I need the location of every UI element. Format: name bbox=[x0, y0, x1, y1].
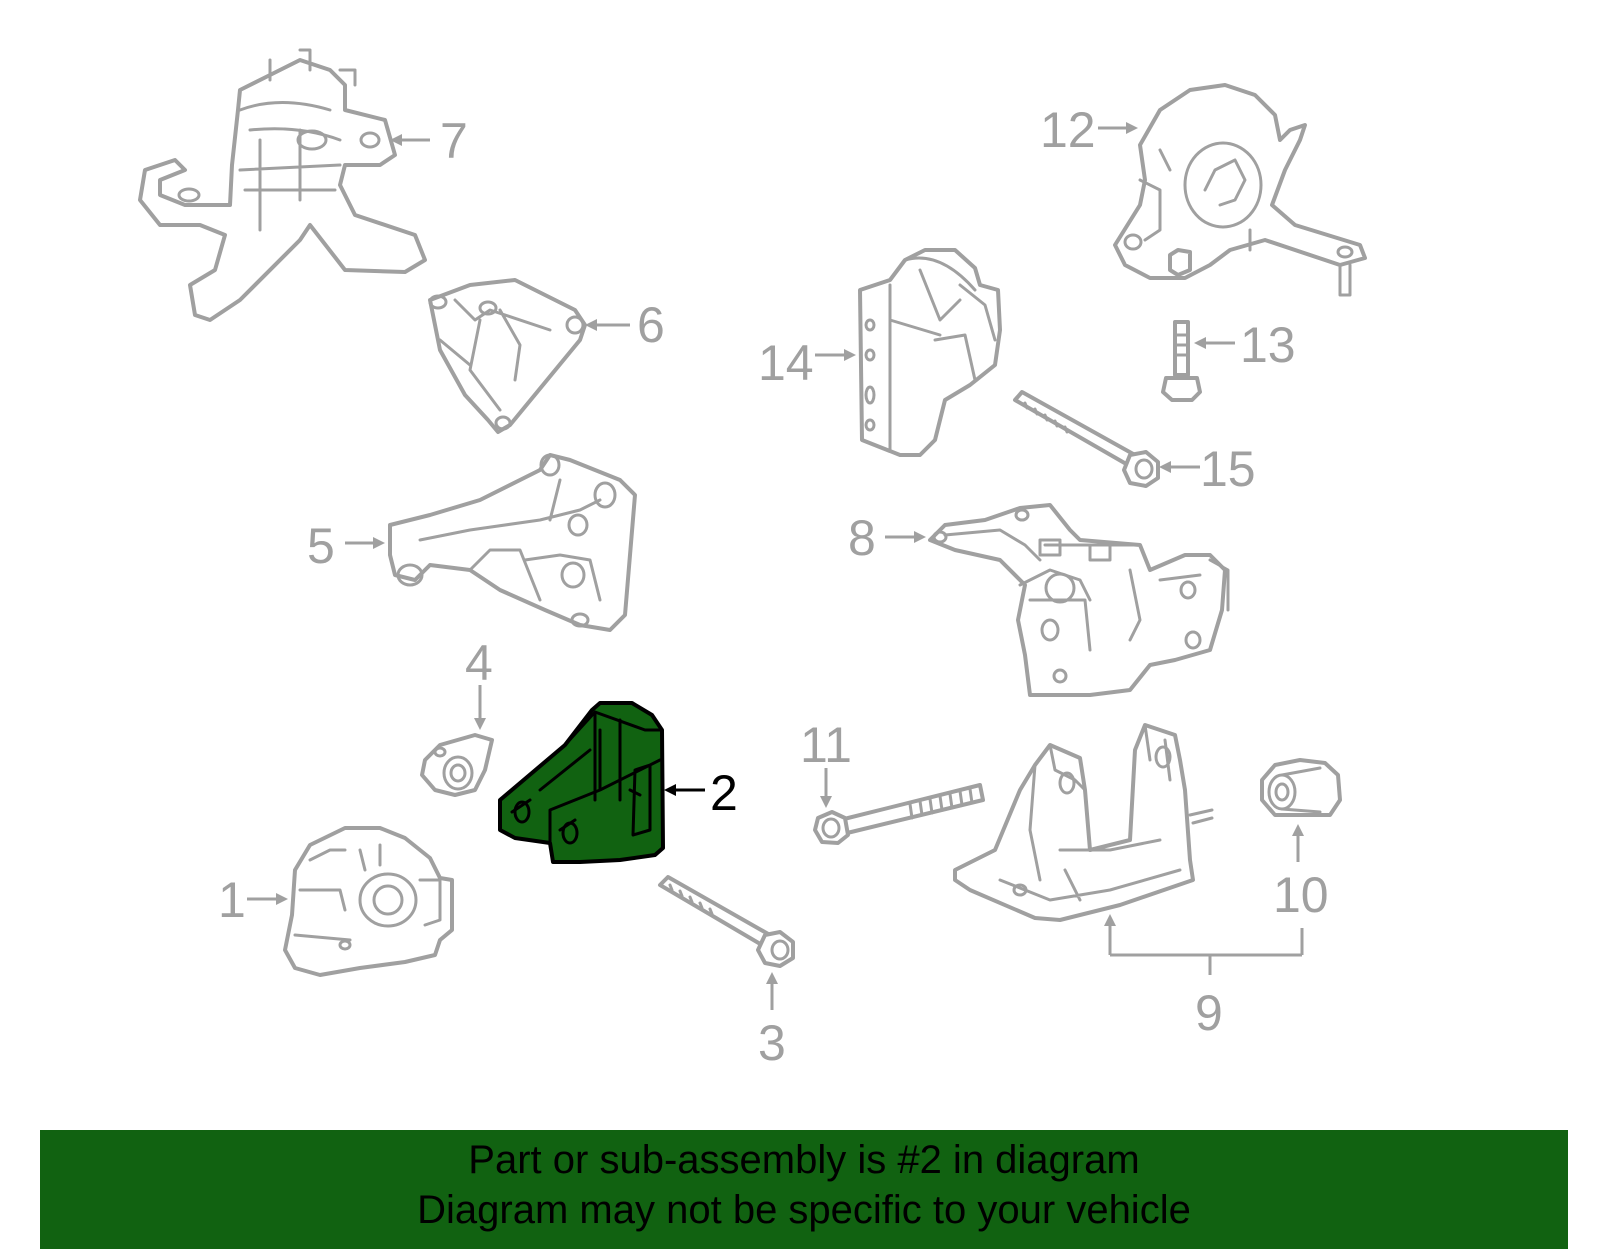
callout-15-label: 15 bbox=[1200, 441, 1256, 497]
callout-13-label: 13 bbox=[1240, 317, 1296, 373]
callout-9: 9 bbox=[1104, 914, 1304, 1041]
banner-line-1: Part or sub-assembly is #2 in diagram bbox=[468, 1138, 1140, 1182]
callout-2: 2 bbox=[664, 765, 738, 821]
callout-5-label: 5 bbox=[307, 518, 335, 574]
part-12-engine-mount[interactable] bbox=[1113, 83, 1367, 297]
callout-1: 1 bbox=[218, 872, 288, 928]
part-5-bracket[interactable] bbox=[388, 453, 637, 632]
part-10-bushing[interactable] bbox=[1260, 758, 1342, 817]
part-7-engine-mount[interactable] bbox=[138, 48, 427, 322]
callout-10-label: 10 bbox=[1273, 867, 1329, 923]
callout-13: 13 bbox=[1194, 317, 1296, 373]
part-14-bracket[interactable] bbox=[858, 248, 1002, 457]
callout-14: 14 bbox=[758, 335, 856, 391]
callout-12-label: 12 bbox=[1040, 102, 1096, 158]
parts-diagram: 7 6 5 4 bbox=[138, 48, 1367, 1071]
banner-line-2: Diagram may not be specific to your vehi… bbox=[417, 1188, 1191, 1232]
part-1-engine-mount[interactable] bbox=[283, 826, 454, 977]
info-banner: Part or sub-assembly is #2 in diagram Di… bbox=[40, 1130, 1568, 1249]
part-6-bracket[interactable] bbox=[428, 278, 587, 434]
part-2-bracket-highlighted[interactable] bbox=[498, 701, 665, 864]
callout-7: 7 bbox=[390, 113, 468, 169]
part-4-insulator[interactable] bbox=[420, 733, 494, 797]
callout-6: 6 bbox=[585, 297, 665, 353]
callout-3-label: 3 bbox=[758, 1015, 786, 1071]
callout-6-label: 6 bbox=[637, 297, 665, 353]
part-9-mount-assembly[interactable] bbox=[953, 723, 1214, 922]
callout-11-label: 11 bbox=[800, 717, 852, 773]
callout-15: 15 bbox=[1159, 441, 1256, 497]
part-15-bolt[interactable] bbox=[1013, 390, 1160, 488]
part-13-bolt[interactable] bbox=[1161, 320, 1202, 402]
callout-5: 5 bbox=[307, 518, 385, 574]
part-3-bolt[interactable] bbox=[658, 875, 795, 968]
callout-4-label: 4 bbox=[465, 635, 493, 691]
callout-2-label: 2 bbox=[710, 765, 738, 821]
callout-14-label: 14 bbox=[758, 335, 814, 391]
callout-12: 12 bbox=[1040, 102, 1138, 158]
callout-7-label: 7 bbox=[440, 113, 468, 169]
part-11-bolt[interactable] bbox=[813, 783, 985, 845]
callout-8-label: 8 bbox=[848, 510, 876, 566]
part-8-engine-mount[interactable] bbox=[928, 503, 1230, 697]
callout-3: 3 bbox=[758, 972, 786, 1071]
callout-8: 8 bbox=[848, 510, 926, 566]
callout-11: 11 bbox=[800, 717, 852, 808]
callout-1-label: 1 bbox=[218, 872, 246, 928]
callout-9-label: 9 bbox=[1195, 985, 1223, 1041]
callout-10: 10 bbox=[1273, 824, 1329, 923]
callout-4: 4 bbox=[465, 635, 493, 730]
